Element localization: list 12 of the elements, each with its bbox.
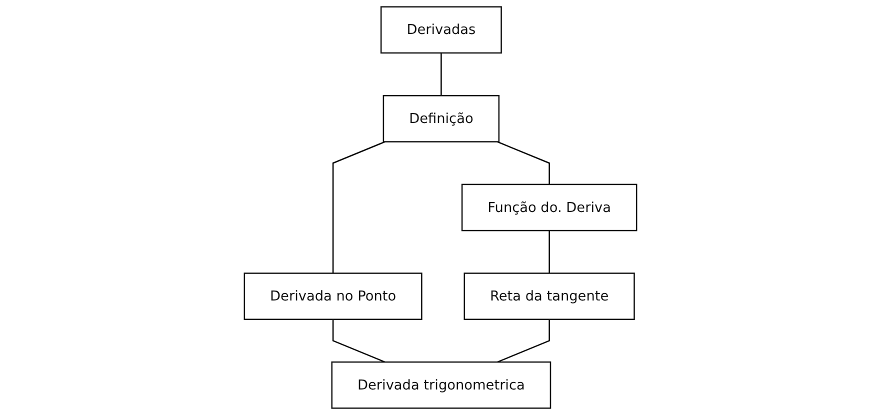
node-box: Definição (382, 95, 500, 142)
connector (497, 141, 550, 184)
node-box: Reta da tangente (464, 272, 635, 320)
node-box: Derivadas (380, 6, 502, 54)
node-box: Derivada no Ponto (244, 272, 422, 320)
node-box: Derivada trigonometrica (331, 361, 552, 409)
connector (332, 141, 386, 274)
node-box: Função do. Deriva (461, 184, 638, 232)
connector (440, 52, 442, 96)
connector (548, 230, 550, 274)
connector (497, 319, 550, 363)
connector (332, 319, 386, 363)
